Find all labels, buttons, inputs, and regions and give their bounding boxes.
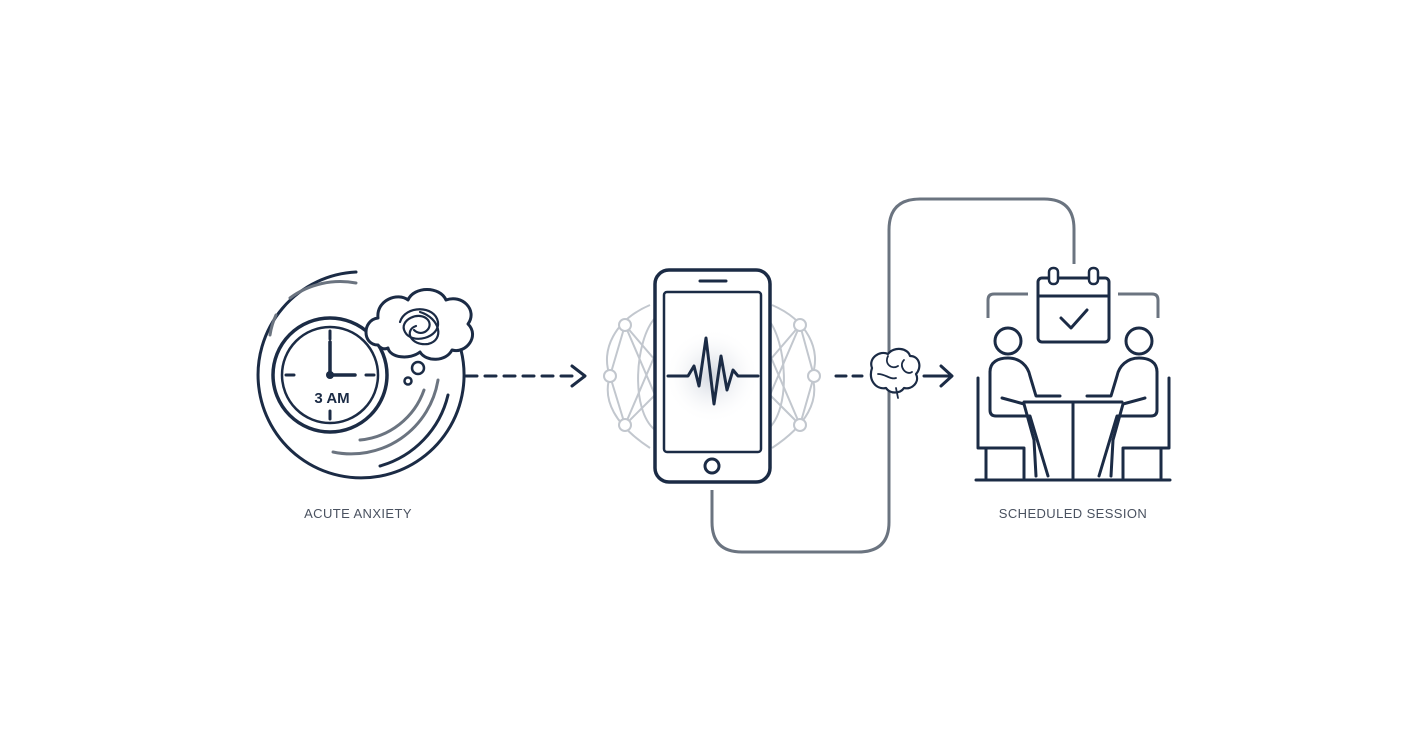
swirl-icon: [256, 270, 466, 480]
heartbeat-icon: [666, 336, 760, 406]
clock-time-label: 3 AM: [314, 390, 349, 407]
arrow-icon: [922, 364, 954, 388]
frame-bracket: [1118, 292, 1160, 318]
brain-icon: [869, 347, 921, 399]
scheduled-session-label: SCHEDULED SESSION: [999, 506, 1147, 521]
scheduled-session-group: SCHEDULED SESSION: [974, 266, 1172, 521]
smartphone-group: [603, 268, 821, 484]
calendar-check-icon: [1036, 266, 1111, 344]
dashed-arrow-icon: [464, 364, 587, 388]
clock-icon: [271, 316, 389, 434]
acute-anxiety-label: ACUTE ANXIETY: [304, 506, 412, 521]
network-icon: [603, 304, 821, 449]
frame-bracket: [986, 292, 1028, 318]
two-people-at-table-icon: [974, 326, 1172, 482]
acute-anxiety-group: 3 AM ACUTE ANXIETY: [256, 270, 475, 521]
cloud-icon: [364, 288, 475, 386]
